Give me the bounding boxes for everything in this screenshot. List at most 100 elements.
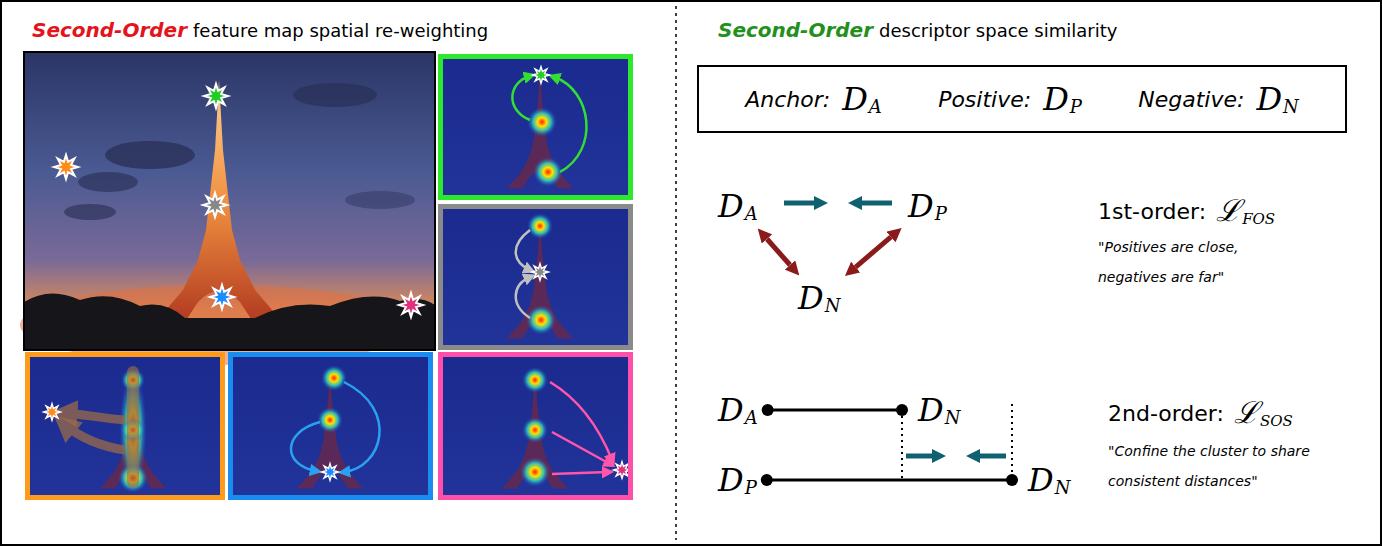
subscript: FOS [1242, 212, 1275, 227]
subscript: A [745, 409, 758, 427]
attention-arrow [554, 77, 586, 172]
term-group: Positive:DP [938, 83, 1082, 115]
loss-label: 2nd-order: [1108, 401, 1224, 426]
attention-arrow [552, 472, 608, 474]
descriptor-symbol: D [718, 394, 744, 426]
distance-line [767, 479, 1012, 482]
attention-arrow [291, 422, 320, 471]
tower [100, 366, 166, 489]
subscript: A [869, 98, 882, 116]
heat-spot [527, 107, 557, 137]
heatmap-ground [25, 352, 225, 500]
subscript: N [1055, 479, 1071, 497]
query-star [322, 464, 339, 481]
query-star [204, 84, 228, 108]
attention-arrow [552, 432, 610, 464]
panel-heading: feature map spatial re-weighting [193, 20, 488, 41]
repulsion-arrow [856, 237, 891, 267]
role-label: Anchor: [745, 87, 830, 112]
cloud [345, 191, 415, 209]
thumbnail-frame [231, 355, 431, 498]
descriptor-symbol: DA [716, 188, 760, 224]
endpoint-dot [896, 404, 908, 416]
descriptor-symbol: D [718, 190, 744, 222]
query-star [210, 285, 234, 309]
heat-spot [520, 457, 550, 487]
heat-spot [526, 305, 556, 335]
attraction-arrow [906, 454, 932, 459]
subscript: N [945, 409, 961, 427]
panel-divider [675, 6, 677, 540]
heatmap-ground [438, 352, 633, 500]
panel-heading: descriptor space similarity [879, 20, 1117, 41]
attraction-arrow [784, 201, 814, 206]
heatmap-thumbnail [438, 54, 633, 200]
heatmap-thumbnail [25, 352, 225, 500]
descriptor-symbol: D [718, 464, 744, 496]
endpoint-dot [762, 404, 774, 416]
subscript: P [935, 205, 947, 223]
descriptor-symbol: D [918, 394, 944, 426]
subscript: SOS [1260, 414, 1293, 429]
query-star [44, 404, 61, 421]
descriptor-symbol: D [908, 190, 934, 222]
cloud [293, 83, 377, 107]
subscript: P [1070, 98, 1082, 116]
descriptor-symbol: D [1028, 464, 1054, 496]
photo-frame [24, 52, 435, 350]
term-group: Anchor:DA [745, 83, 882, 115]
query-star [533, 67, 550, 84]
legend-box: Anchor:DA Positive:DP Negative: DN [697, 65, 1347, 133]
attraction-arrow [862, 201, 892, 206]
attention-arrow [64, 413, 125, 420]
eiffel-photo [20, 52, 435, 365]
note-block: "Confine the cluster to share consistent… [1108, 436, 1324, 496]
tower [153, 80, 285, 325]
label-group: 2nd-order: ℒSOS [1108, 398, 1293, 428]
query-star [532, 264, 549, 281]
descriptor-symbol: DP [906, 188, 949, 224]
endpoint-dot [761, 474, 773, 486]
loss-note: "Confine the cluster to share consistent… [1108, 436, 1324, 496]
loss-symbol: ℒ [1234, 398, 1259, 428]
label-group: 1st-order: ℒFOS [1098, 196, 1275, 226]
repulsion-arrow [767, 239, 790, 265]
descriptor-symbol: DN [1026, 462, 1072, 498]
term-group: Negative: DN [1138, 83, 1299, 115]
attention-arrow [516, 277, 530, 318]
cloud [78, 172, 138, 192]
guide-line [1011, 404, 1013, 474]
endpoint-dot [1006, 474, 1018, 486]
query-star [203, 193, 227, 217]
role-label: Positive: [938, 87, 1031, 112]
heat-spot [522, 417, 548, 443]
role-label: Negative: [1138, 87, 1244, 112]
tower [502, 366, 568, 489]
subscript: P [745, 479, 757, 497]
thumbnail-frame [28, 355, 223, 498]
distance-line [768, 409, 902, 412]
sky [24, 52, 435, 350]
descriptor-symbol: D [798, 282, 824, 314]
loss-symbol: ℒ [1216, 196, 1241, 226]
heatmap-ground [438, 204, 633, 350]
attraction-arrow [980, 454, 1006, 459]
heatmap-thumbnail [438, 204, 633, 350]
thumbnail-frame [441, 355, 631, 498]
subscript: N [1283, 98, 1299, 116]
label-group: Second-Order feature map spatial re-weigh… [32, 18, 488, 42]
attention-band [127, 372, 139, 482]
query-star [399, 293, 423, 317]
thumbnail-frame [441, 57, 631, 198]
cloud [105, 141, 195, 169]
panel-heading: Second-Order [32, 18, 187, 42]
loss-label: 1st-order: [1098, 199, 1206, 224]
query-star [54, 155, 78, 179]
descriptor-symbol: DA [716, 392, 760, 428]
subscript: A [745, 205, 758, 223]
heatmap-ground [438, 54, 633, 200]
descriptor-symbol: DP [716, 462, 759, 498]
descriptor-symbol: D [1256, 83, 1282, 115]
attention-arrow [516, 230, 530, 270]
